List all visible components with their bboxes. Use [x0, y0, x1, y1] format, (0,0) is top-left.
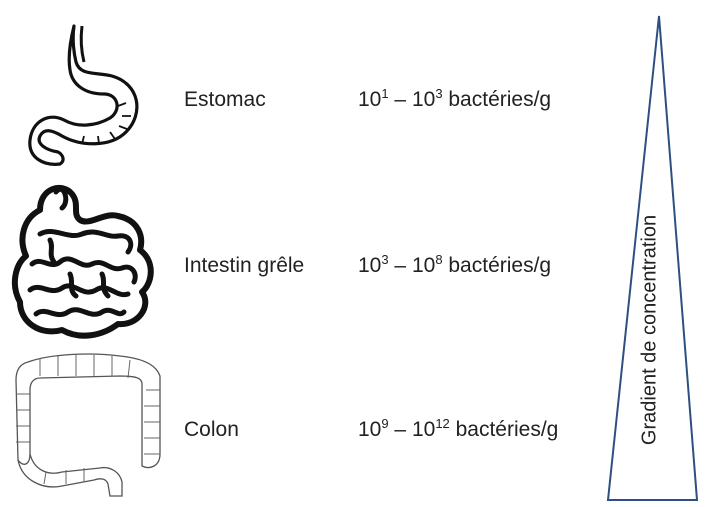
low-base: 10 [358, 254, 381, 277]
gradient-label: Gradient de concentration [639, 215, 662, 445]
range-dash: – [389, 418, 412, 441]
small-intestine-icon [10, 178, 160, 346]
concentration-colon: 109 – 1012 bactéries/g [358, 418, 558, 442]
high-exponent: 8 [435, 252, 442, 267]
colon-icon [10, 350, 170, 500]
organ-label-intestin-grele: Intestin grêle [184, 254, 304, 278]
low-base: 10 [358, 418, 381, 441]
unit: bactéries/g [450, 418, 559, 441]
high-exponent: 3 [435, 86, 442, 101]
unit: bactéries/g [443, 88, 552, 111]
concentration-estomac: 101 – 103 bactéries/g [358, 88, 551, 112]
organ-label-estomac: Estomac [184, 88, 266, 112]
concentration-intestin-grele: 103 – 108 bactéries/g [358, 254, 551, 278]
organ-label-colon: Colon [184, 418, 239, 442]
high-base: 10 [412, 88, 435, 111]
low-exponent: 9 [381, 416, 388, 431]
high-base: 10 [412, 418, 435, 441]
high-exponent: 12 [435, 416, 449, 431]
range-dash: – [389, 88, 412, 111]
low-exponent: 3 [381, 252, 388, 267]
high-base: 10 [412, 254, 435, 277]
range-dash: – [389, 254, 412, 277]
low-exponent: 1 [381, 86, 388, 101]
low-base: 10 [358, 88, 381, 111]
stomach-icon [22, 18, 152, 168]
unit: bactéries/g [443, 254, 552, 277]
